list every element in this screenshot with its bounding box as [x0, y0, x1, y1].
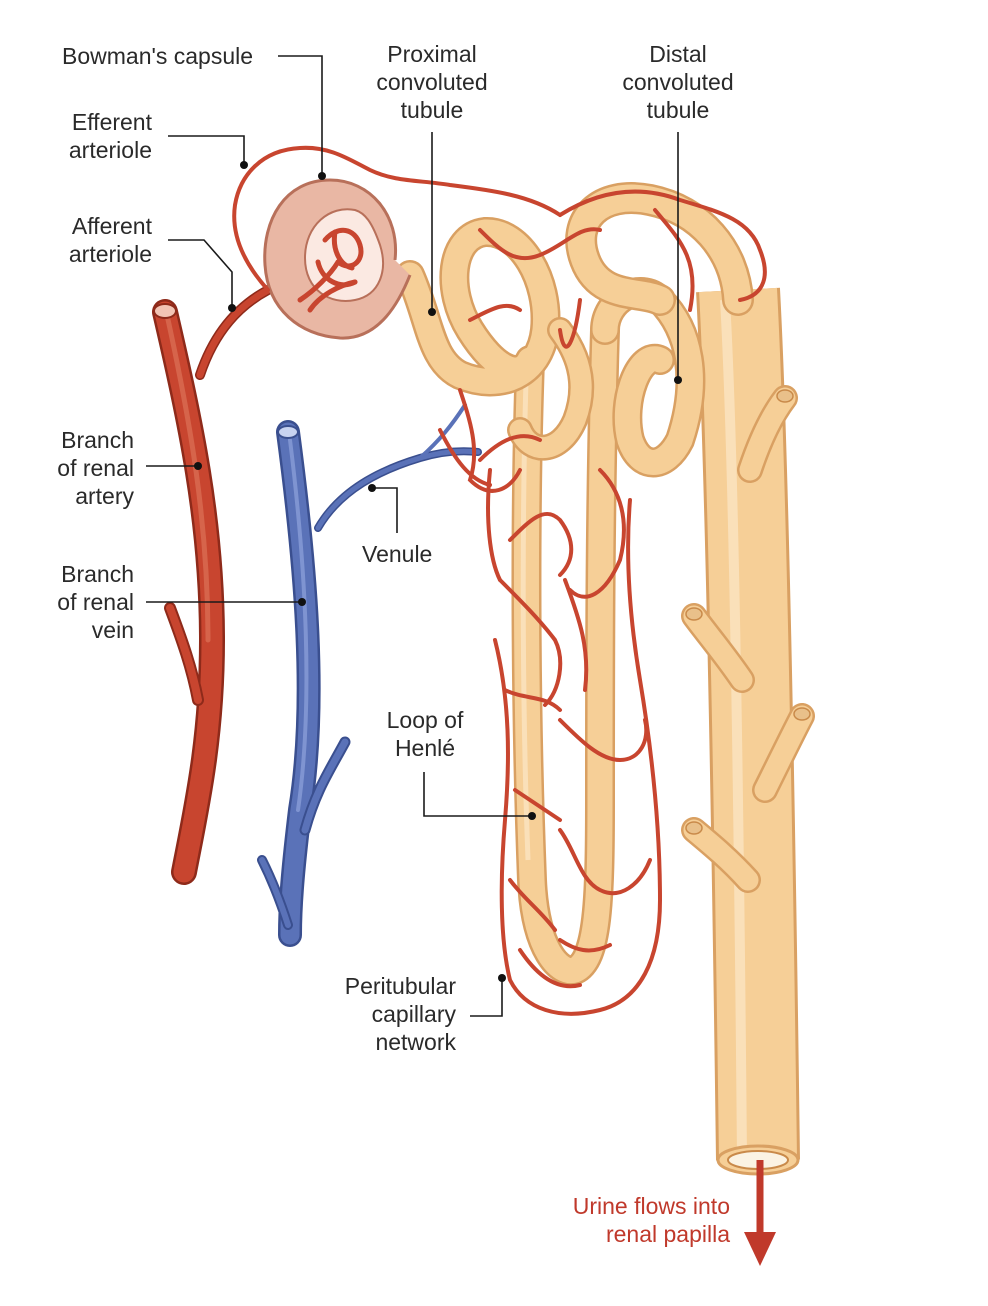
renal-vein-branch	[257, 403, 482, 947]
proximal-tubule-label: Proximal convoluted tubule	[376, 41, 488, 123]
afferent-arteriole-label: Afferent arteriole	[68, 213, 152, 267]
peritubular-network-label: Peritubular capillary network	[344, 973, 456, 1055]
loop-of-henle-label: Loop of Henlé	[386, 707, 464, 761]
renal-artery-branch	[152, 285, 273, 885]
glomerulus	[297, 228, 364, 313]
bowmans-capsule	[263, 178, 412, 340]
urine-flow-arrow	[744, 1160, 776, 1266]
peritubular-capillary-network	[232, 145, 767, 1016]
urine-flow-label: Urine flows into renal papilla	[572, 1193, 730, 1247]
efferent-arteriole-label: Efferent arteriole	[68, 109, 152, 163]
renal-artery-branch-label: Branch of renal artery	[57, 427, 134, 509]
renal-vein-branch-label: Branch of renal vein	[57, 561, 134, 643]
leader-lines	[146, 55, 682, 1017]
bowmans-capsule-label: Bowman's capsule	[62, 43, 254, 69]
distal-tubule	[565, 182, 754, 478]
collecting-duct	[681, 287, 815, 1176]
venule-label: Venule	[362, 541, 433, 567]
distal-tubule-label: Distal convoluted tubule	[622, 41, 734, 123]
proximal-tubule	[395, 217, 595, 461]
